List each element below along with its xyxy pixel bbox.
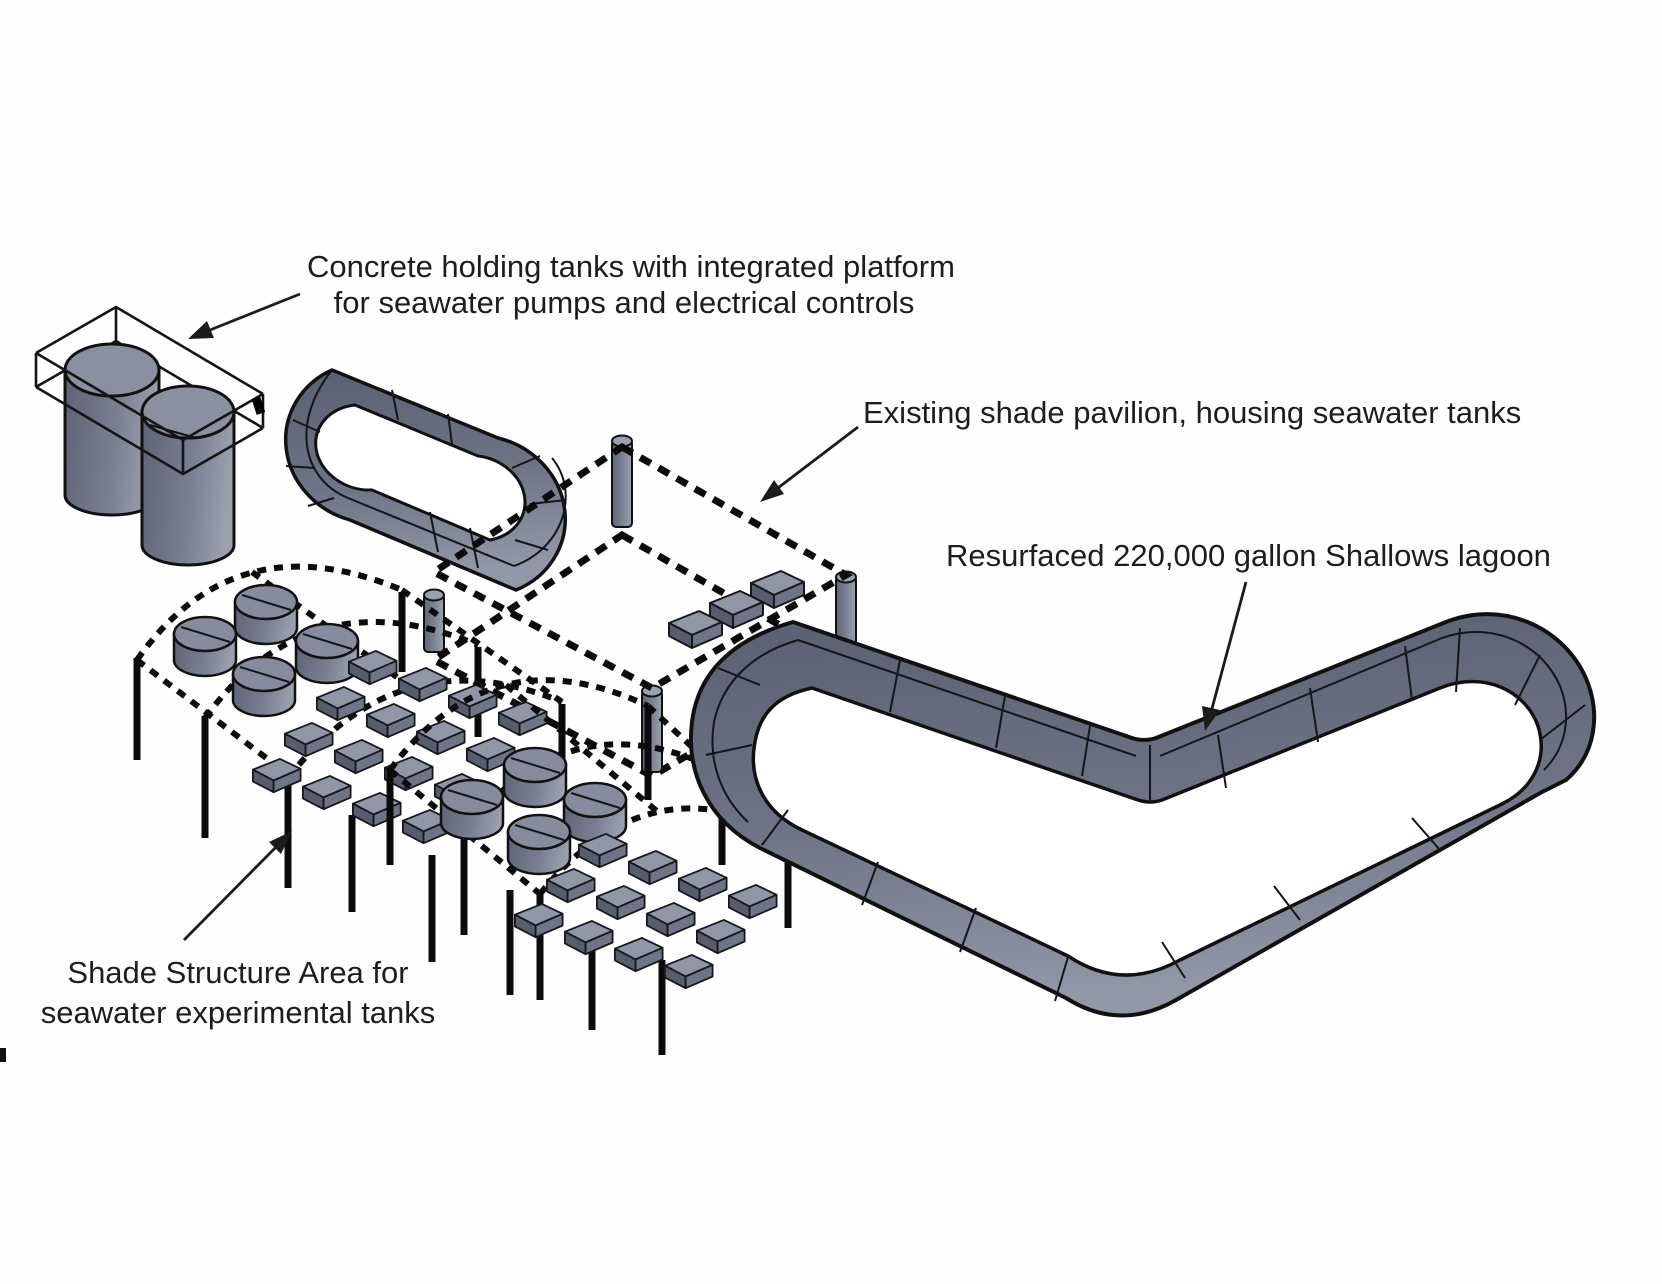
concrete-holding-tanks xyxy=(34,305,266,567)
label-concrete-tanks-line1: Concrete holding tanks with integrated p… xyxy=(307,249,955,284)
arrow-lagoon xyxy=(1202,581,1248,731)
lagoon-panel-seams xyxy=(705,627,1586,1002)
annotation-arrows xyxy=(183,292,1248,941)
label-lagoon: Resurfaced 220,000 gallon Shallows lagoo… xyxy=(946,538,1551,573)
label-shade-area-line2: seawater experimental tanks xyxy=(41,995,436,1030)
annotation-labels: Concrete holding tanks with integrated p… xyxy=(41,249,1551,1030)
shallows-lagoon xyxy=(689,612,1596,1018)
oval-tank-panel-seams xyxy=(285,369,567,569)
label-shade-area-line1: Shade Structure Area for xyxy=(67,955,408,990)
edge-artifact-mark xyxy=(0,1048,6,1062)
frame-corner-mark xyxy=(251,396,266,415)
arrow-shade-area xyxy=(183,831,292,941)
pavilion-roof-outline xyxy=(427,442,854,693)
holding-tank-cylinder-right xyxy=(140,384,236,567)
lagoon-rim-lines xyxy=(711,630,1567,823)
label-pavilion: Existing shade pavilion, housing seawate… xyxy=(863,395,1521,430)
arrow-concrete-tanks xyxy=(188,292,301,339)
lagoon-floor xyxy=(751,679,1543,977)
label-concrete-tanks-line2: for seawater pumps and electrical contro… xyxy=(334,285,915,320)
arrow-pavilion xyxy=(760,425,859,502)
